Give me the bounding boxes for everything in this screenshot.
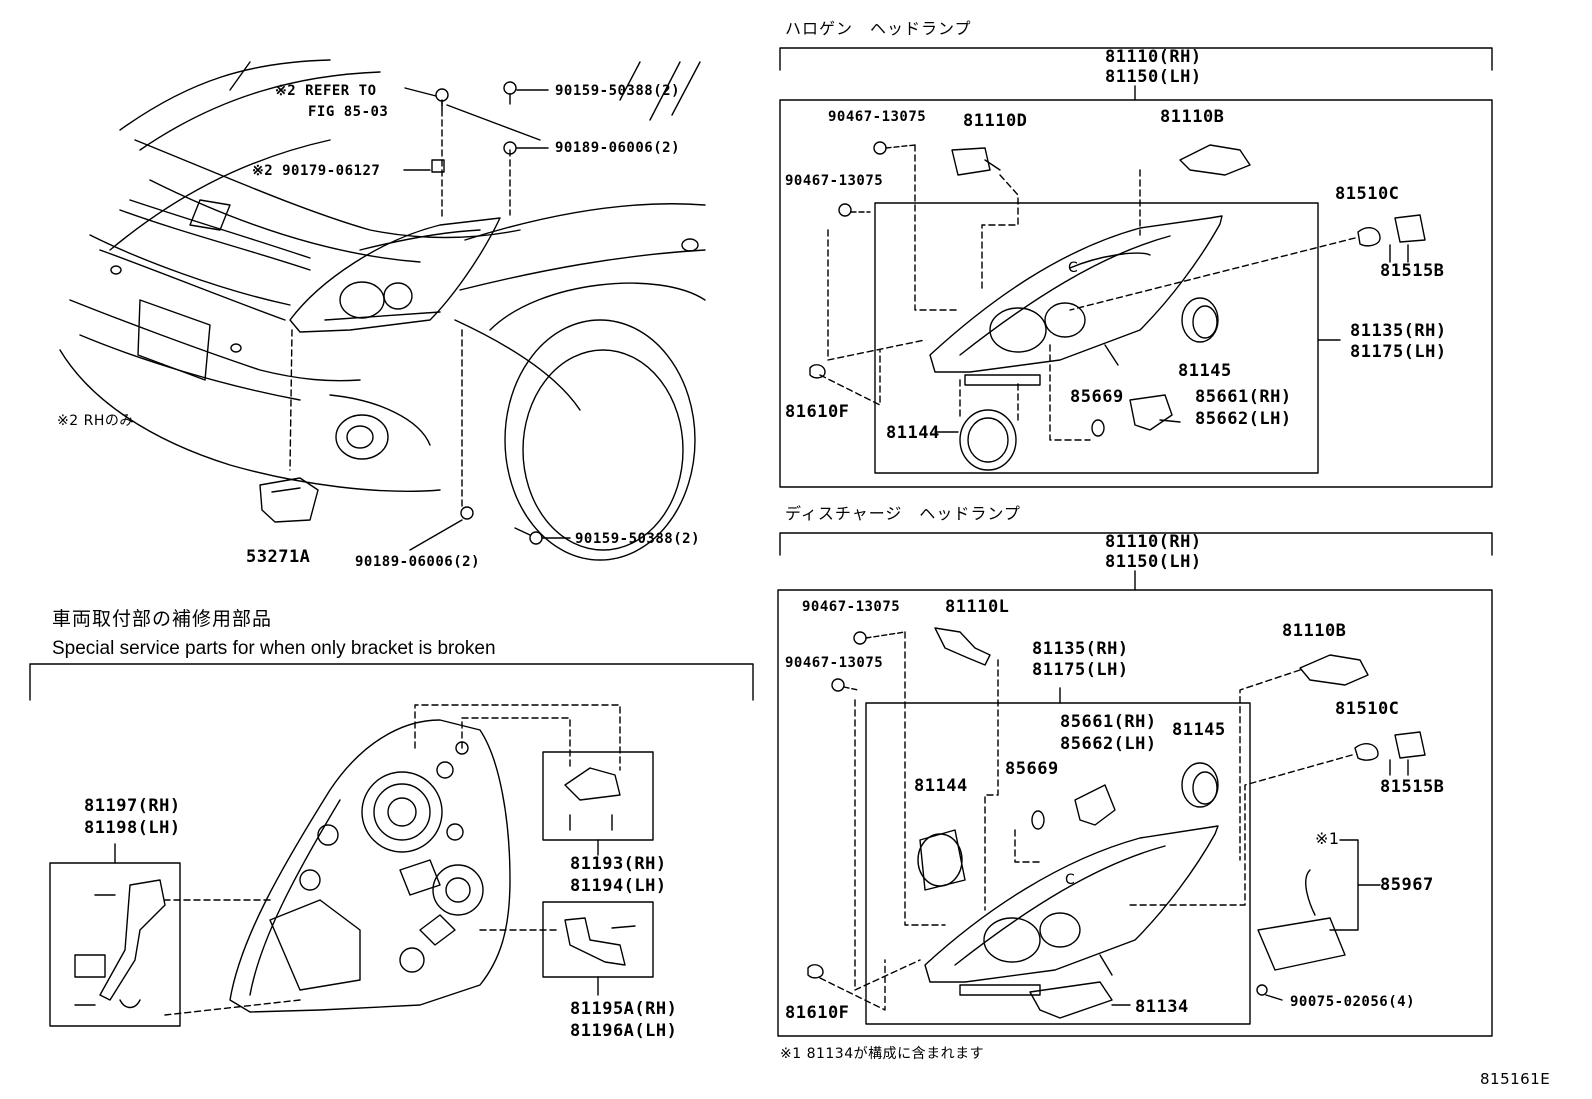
special-heading-jp: 車両取付部の補修用部品 <box>52 608 273 630</box>
part-number-label: 81610F <box>785 402 850 422</box>
car-front-illustration <box>59 59 706 561</box>
part-number-label: 81175(LH) <box>1350 342 1447 362</box>
part-number-label: 81144 <box>914 776 968 796</box>
part-number-label: 85662(LH) <box>1060 734 1157 754</box>
discharge-frame <box>777 532 1493 1037</box>
part-number-label: 81193(RH) <box>570 854 667 874</box>
part-number-label: 81510C <box>1335 184 1400 204</box>
part-number-label: 81515B <box>1380 261 1445 281</box>
part-number-label: 81110B <box>1282 621 1347 641</box>
svg-text:C: C <box>1068 260 1078 276</box>
discharge-heading: ディスチャージ ヘッドランプ <box>785 504 1021 523</box>
part-number-label: 85662(LH) <box>1195 409 1292 429</box>
part-number-label: 81195A(RH) <box>570 999 678 1019</box>
part-number-label: 85967 <box>1380 875 1434 895</box>
part-number-label: 90467-13075 <box>785 173 884 189</box>
part-number-label: 81110L <box>945 597 1010 617</box>
part-number-label: 90159-50388(2) <box>575 531 701 547</box>
part-number-label: 81150(LH) <box>1105 67 1202 87</box>
part-number-label: 81150(LH) <box>1105 552 1202 572</box>
svg-text:C: C <box>1065 872 1075 888</box>
part-number-label: 81144 <box>886 423 940 443</box>
halogen-lamp-illustration: C <box>809 141 1426 471</box>
part-number-label: 85669 <box>1005 759 1059 779</box>
halogen-frame <box>779 47 1493 488</box>
part-number-label: 81134 <box>1135 997 1189 1017</box>
footnote: ※1 81134が構成に含まれます <box>780 1046 985 1062</box>
discharge-lamp-illustration: C <box>807 627 1426 1019</box>
special-service-frame <box>29 663 754 1027</box>
refer-note-line1: ※2 REFER TO <box>275 83 377 99</box>
part-number-label: 81175(LH) <box>1032 660 1129 680</box>
part-number-label: 81110(RH) <box>1105 532 1202 552</box>
part-number-label: 81515B <box>1380 777 1445 797</box>
part-number-label: 81145 <box>1178 361 1232 381</box>
part-number-label: 85661(RH) <box>1060 712 1157 732</box>
part-number-label: 81198(LH) <box>84 818 181 838</box>
refer-note-line2: FIG 85-03 <box>308 104 389 120</box>
rh-only-note: ※2 RHのみ <box>57 413 134 429</box>
part-number-label: ※2 90179-06127 <box>252 163 381 179</box>
part-number-label: 81510C <box>1335 699 1400 719</box>
part-number-label: 90159-50388(2) <box>555 83 681 99</box>
part-number-label: 90189-06006(2) <box>555 140 681 156</box>
part-number-label: 81194(LH) <box>570 876 667 896</box>
halogen-heading: ハロゲン ヘッドランプ <box>785 19 972 38</box>
part-number-label: 81197(RH) <box>84 796 181 816</box>
note-mark: ※1 <box>1315 829 1340 848</box>
headlamp-rear-illustration <box>74 704 636 1016</box>
part-number-label: 81110D <box>963 111 1028 131</box>
part-number-label: 81135(RH) <box>1350 321 1447 341</box>
special-heading-en: Special service parts for when only brac… <box>52 638 496 659</box>
part-number-label: 81196A(LH) <box>570 1021 678 1041</box>
part-number-label: 85669 <box>1070 387 1124 407</box>
part-number-label: 81110B <box>1160 107 1225 127</box>
part-number-label: 90075-02056(4) <box>1290 994 1416 1010</box>
part-number-label: 90467-13075 <box>785 655 884 671</box>
part-number-label: 81145 <box>1172 720 1226 740</box>
part-number-label: 90467-13075 <box>802 599 901 615</box>
part-number-label: 85661(RH) <box>1195 387 1292 407</box>
part-number-label: 81610F <box>785 1003 850 1023</box>
part-number-label: 81110(RH) <box>1105 47 1202 67</box>
part-number-label: 53271A <box>246 547 311 567</box>
part-number-label: 90189-06006(2) <box>355 554 481 570</box>
part-number-label: 81135(RH) <box>1032 639 1129 659</box>
part-number-label: 90467-13075 <box>828 109 927 125</box>
figure-id: 815161E <box>1480 1070 1551 1088</box>
